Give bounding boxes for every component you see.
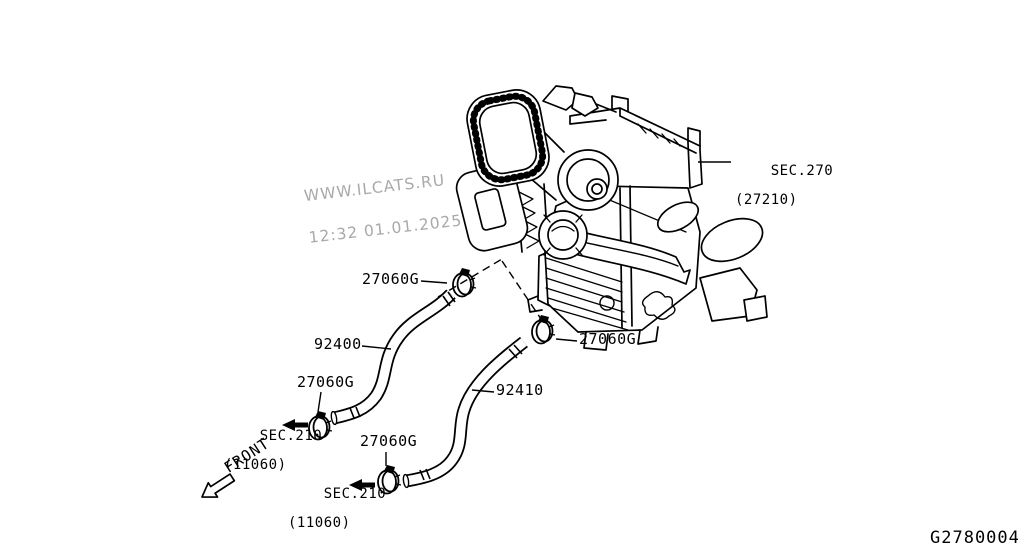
drawing-code: G2780004: [930, 528, 1020, 548]
label-clamp-27060g-left: 27060G: [297, 373, 355, 391]
sec210-upper-part: (11060): [224, 457, 287, 473]
front-arrow-icon: [201, 473, 236, 498]
watermark: WWW.ILCATS.RU 12:32 01.01.2025: [277, 148, 466, 272]
hvac-unit-drawing: [455, 85, 768, 351]
hose-92410: [402, 336, 528, 489]
sec210-lower-part: (11060): [288, 515, 351, 531]
watermark-timestamp: 12:32 01.01.2025: [307, 211, 464, 247]
sec210-upper-section: SEC.210: [259, 428, 323, 444]
sec210-lower-section: SEC.210: [323, 486, 387, 502]
sec270-part: (27210): [735, 192, 798, 208]
label-clamp-27060g-middle: 27060G: [579, 330, 637, 348]
label-clamp-27060g-lower: 27060G: [360, 432, 418, 450]
label-hose-92400: 92400: [314, 335, 362, 353]
dashed-leader-lines: [437, 258, 542, 320]
sec270-section: SEC.270: [770, 163, 834, 179]
label-sec210-lower: SEC.210 (11060): [288, 473, 386, 558]
watermark-site: WWW.ILCATS.RU: [303, 171, 447, 206]
clamp-27060g-upper: [452, 267, 477, 298]
label-hose-92410: 92410: [496, 381, 544, 399]
hose-92400: [330, 289, 456, 426]
label-sec210-upper: SEC.210 (11060): [224, 415, 322, 500]
label-sec270: SEC.270 (27210): [735, 150, 833, 235]
sec210-arrow-upper-icon: [282, 419, 308, 431]
label-clamp-27060g-upper: 27060G: [362, 270, 420, 288]
clamp-27060g-middle: [531, 314, 556, 345]
callout-leader-lines: [317, 161, 731, 466]
sec210-arrow-lower-icon: [349, 479, 375, 491]
